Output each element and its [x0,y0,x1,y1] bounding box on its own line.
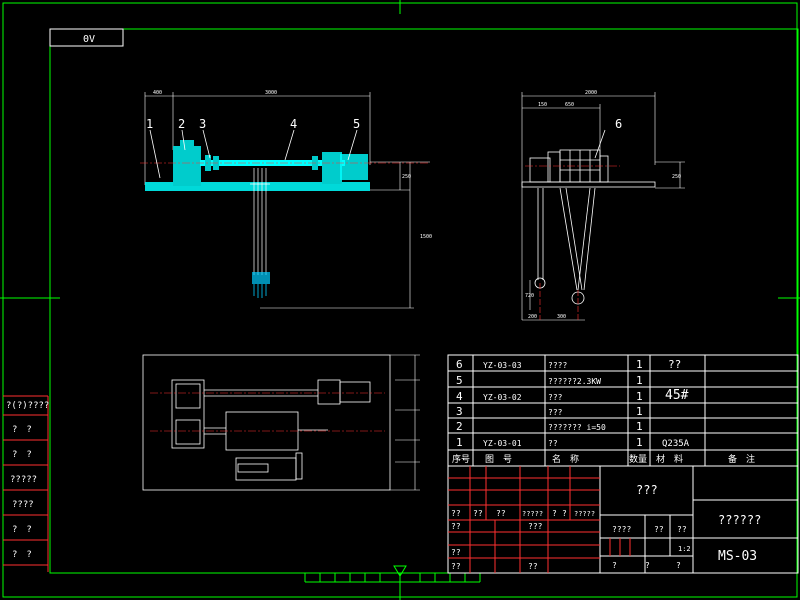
side-view: 2000 150 650 250 720 200 300 [521,90,685,321]
svg-text:??: ?? [496,509,506,518]
svg-text:1: 1 [636,390,643,403]
svg-text:??: ?? [677,525,687,534]
scale: 1:2 [678,545,691,553]
bom-table [447,354,799,466]
svg-text:备 注: 备 注 [728,453,755,465]
svg-text:3000: 3000 [265,90,277,96]
part-label-1: 1 [146,117,153,131]
bom-header-row: 序号 图 号 名 称 数量 材 料 备 注 [447,449,799,467]
part-label-3: 3 [199,117,206,131]
svg-text:4: 4 [456,390,463,403]
svg-text:?: ? [612,561,617,570]
svg-text:?????: ????? [574,510,595,518]
svg-text:????: ???? [548,361,567,370]
svg-text:??????? i=50: ??????? i=50 [548,423,606,432]
svg-text:200: 200 [528,314,537,320]
svg-text:250: 250 [672,174,681,180]
svg-text:1: 1 [636,358,643,371]
part-label-5: 5 [353,117,360,131]
svg-text:300: 300 [557,314,566,320]
svg-text:? ?: ? ? [12,525,32,535]
svg-text:YZ-03-02: YZ-03-02 [483,393,522,402]
svg-text:?: ? [562,509,567,518]
svg-text:?: ? [645,561,650,570]
svg-text:??????2.3KW: ??????2.3KW [548,377,601,386]
bom-rows: 6 YZ-03-03 ???? 1 ?? 5 ??????2.3KW 1 4 Y… [456,358,690,449]
side-table-labels: ?(?)???? ? ? ? ? ????? ???? ? ? ? ? [6,401,49,560]
plan-view [142,354,420,491]
svg-text:??: ?? [668,358,681,371]
svg-text:?????: ????? [10,475,37,485]
svg-text:650: 650 [565,102,574,108]
svg-text:?: ? [676,561,681,570]
svg-text:????: ???? [12,500,34,510]
svg-text:??: ?? [654,525,664,534]
svg-text:? ?: ? ? [12,450,32,460]
svg-text:? ?: ? ? [12,550,32,560]
svg-text:????: ???? [612,525,631,534]
svg-text:???: ??? [528,522,543,531]
svg-text:数量: 数量 [629,453,647,465]
svg-text:序号: 序号 [452,453,470,465]
view-label-box: 0V [49,28,124,47]
bom-row-no: 6 [456,358,463,371]
svg-text:Q235A: Q235A [662,439,690,449]
svg-text:材 料: 材 料 [656,453,683,465]
svg-text:??: ?? [451,562,461,571]
svg-text:720: 720 [525,293,534,299]
svg-text:1: 1 [636,405,643,418]
svg-text:3: 3 [456,405,463,418]
svg-text:2: 2 [456,420,463,433]
front-view: 3000 400 250 1500 [140,90,432,309]
company-name: ?????? [718,513,761,527]
svg-text:150: 150 [538,102,547,108]
svg-text:??: ?? [528,562,538,571]
svg-text:图 号: 图 号 [485,454,512,465]
svg-text:2000: 2000 [585,90,597,96]
svg-text:?(?)????: ?(?)???? [6,401,49,411]
svg-text:??: ?? [451,548,461,557]
drawing-name: ??? [636,483,658,497]
svg-text:??: ?? [548,439,558,448]
svg-text:???: ??? [548,408,563,417]
svg-text:1: 1 [636,436,643,449]
svg-text:???: ??? [548,393,563,402]
svg-text:1: 1 [636,420,643,433]
part-label-4: 4 [290,117,297,131]
side-table [3,395,49,572]
part-label-6: 6 [615,117,622,131]
view-label: 0V [83,34,95,45]
svg-text:??: ?? [451,522,461,531]
svg-text:250: 250 [402,174,411,180]
svg-text:名 称: 名 称 [552,453,579,465]
svg-text:??: ?? [473,509,483,518]
svg-text:45#: 45# [665,388,689,403]
svg-text:1: 1 [636,374,643,387]
svg-text:1500: 1500 [420,234,432,240]
title-block-text: ??? ?????? MS-03 1:2 ?? ?? ?? ????? ? ? … [451,483,761,571]
svg-text:?: ? [552,509,557,518]
svg-text:YZ-03-01: YZ-03-01 [483,439,522,448]
svg-text:400: 400 [153,90,162,96]
drawing-number: MS-03 [718,549,757,564]
part-label-2: 2 [178,117,185,131]
svg-text:5: 5 [456,374,463,387]
title-block [447,465,799,574]
svg-text:? ?: ? ? [12,425,32,435]
svg-text:??: ?? [451,509,461,518]
svg-text:?????: ????? [522,510,543,518]
svg-text:YZ-03-03: YZ-03-03 [483,361,522,370]
svg-text:1: 1 [456,436,463,449]
